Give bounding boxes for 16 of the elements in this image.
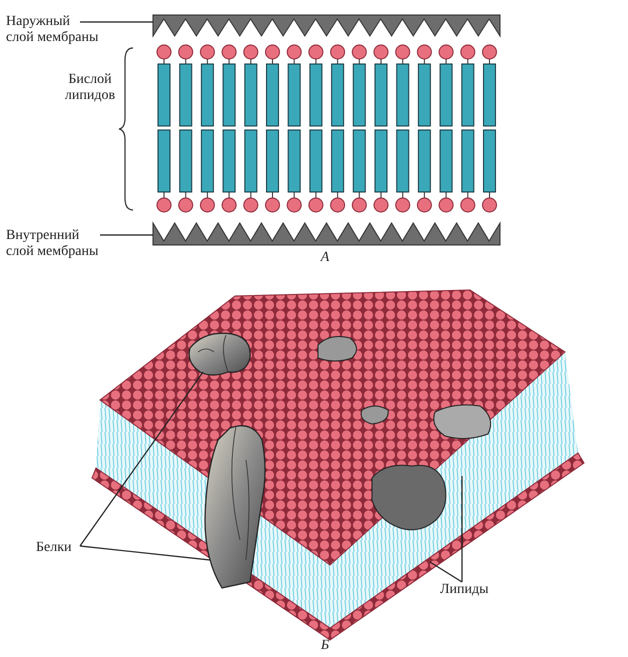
label-text: Внутренний слой мембраны (6, 228, 100, 260)
lipid-head-row (91, 452, 585, 641)
membrane-layer-band (152, 221, 500, 246)
panel-label: А (319, 250, 330, 266)
leader-line (80, 545, 210, 561)
protein-picture (204, 425, 266, 589)
panel-label: Б (320, 638, 330, 654)
part-label: Бислой липидов (64, 72, 116, 104)
leader-line (430, 562, 462, 582)
leader-line (100, 234, 153, 236)
label-text: Наружный слой мембраны (6, 14, 100, 46)
label-text: Белки (36, 540, 73, 556)
leader-line (461, 476, 463, 582)
label-text: Липиды (440, 582, 490, 598)
leader-line (80, 21, 153, 23)
membrane-layer-band (152, 14, 500, 38)
